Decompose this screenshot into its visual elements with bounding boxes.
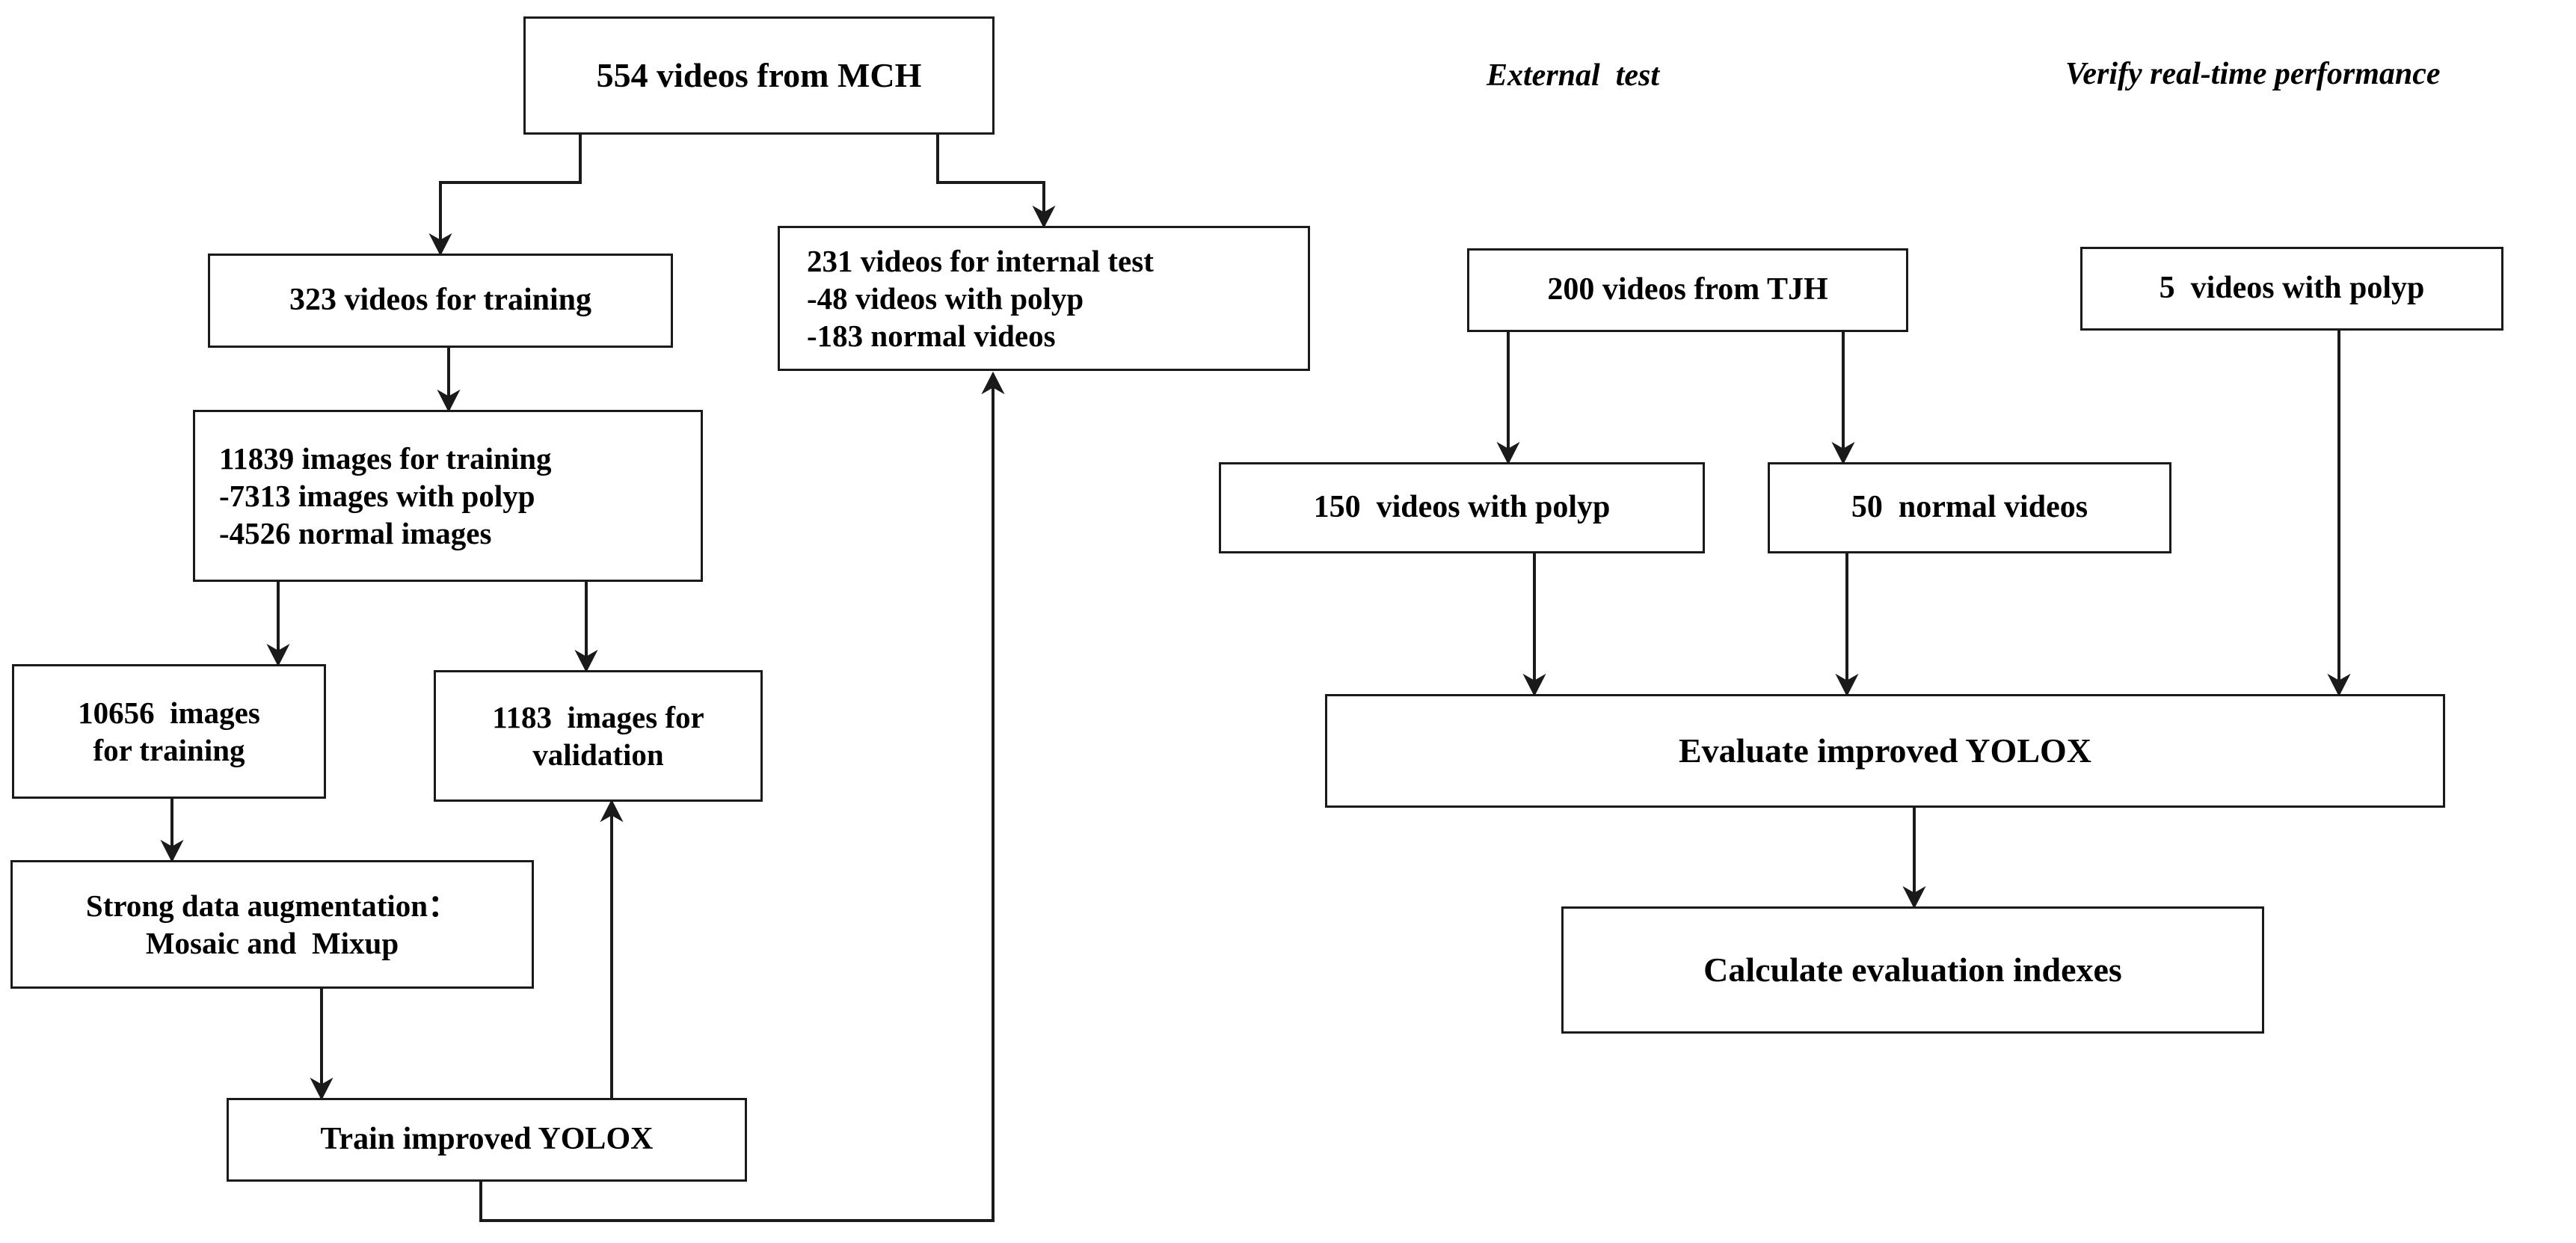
node-10656-images-for-training-line-2: for training [93,733,245,767]
node-11839-images-for-training-line-3: -4526 normal images [219,516,492,550]
node-10656-images-for-training-line-1: 10656 images [78,695,260,730]
node-231-videos-internal-test-line-2: -48 videos with polyp [807,280,1084,316]
node-231-videos-internal-test-line-1: 231 videos for internal test [807,243,1154,278]
node-11839-images-for-training-line-2: -7313 images with polyp [219,478,535,513]
node-strong-data-augmentation-line-1: Strong data augmentation： [85,888,459,923]
section-label-verify-realtime: Verify real-time performance [2065,57,2441,91]
node-150-videos-with-polyp-line-1: 150 videos with polyp [1313,490,1611,525]
node-323-videos-for-training: 323 videos for training [208,254,673,348]
node-554-videos-from-mch-line-1: 554 videos from MCH [596,55,922,94]
node-50-normal-videos-line-1: 50 normal videos [1851,490,2088,525]
node-1183-images-for-validation-line-1: 1183 images for [492,699,704,734]
node-train-improved-yolox: Train improved YOLOX [227,1098,747,1182]
node-323-videos-for-training-line-1: 323 videos for training [289,283,592,318]
node-231-videos-internal-test-line-3: -183 normal videos [807,319,1056,353]
node-554-videos-from-mch: 554 videos from MCH [523,16,995,135]
node-11839-images-for-training-line-1: 11839 images for training [219,441,552,476]
node-1183-images-for-validation-line-2: validation [532,737,664,772]
node-train-improved-yolox-line-1: Train improved YOLOX [320,1122,654,1157]
edge-videos-mch-to-videos-internal-test [936,135,1056,229]
node-strong-data-augmentation-line-2: Mosaic and Mixup [145,926,399,960]
node-evaluate-improved-yolox-line-1: Evaluate improved YOLOX [1678,731,2092,770]
node-150-videos-with-polyp: 150 videos with polyp [1219,462,1705,553]
edge-videos-mch-to-videos-training [428,135,582,257]
node-strong-data-augmentation: Strong data augmentation：Mosaic and Mixu… [10,860,534,989]
node-50-normal-videos: 50 normal videos [1768,462,2171,553]
node-5-videos-with-polyp-line-1: 5 videos with polyp [2159,271,2425,306]
node-11839-images-for-training: 11839 images for training-7313 images wi… [193,410,703,582]
node-calculate-evaluation-indexes-line-1: Calculate evaluation indexes [1703,950,2122,989]
node-5-videos-with-polyp: 5 videos with polyp [2080,247,2503,331]
node-231-videos-internal-test: 231 videos for internal test-48 videos w… [778,226,1310,371]
node-evaluate-improved-yolox: Evaluate improved YOLOX [1325,694,2445,808]
node-200-videos-from-tjh-line-1: 200 videos from TJH [1547,272,1828,307]
node-calculate-evaluation-indexes: Calculate evaluation indexes [1561,906,2264,1034]
node-200-videos-from-tjh: 200 videos from TJH [1467,248,1908,332]
section-label-external-test: External test [1487,58,1660,93]
